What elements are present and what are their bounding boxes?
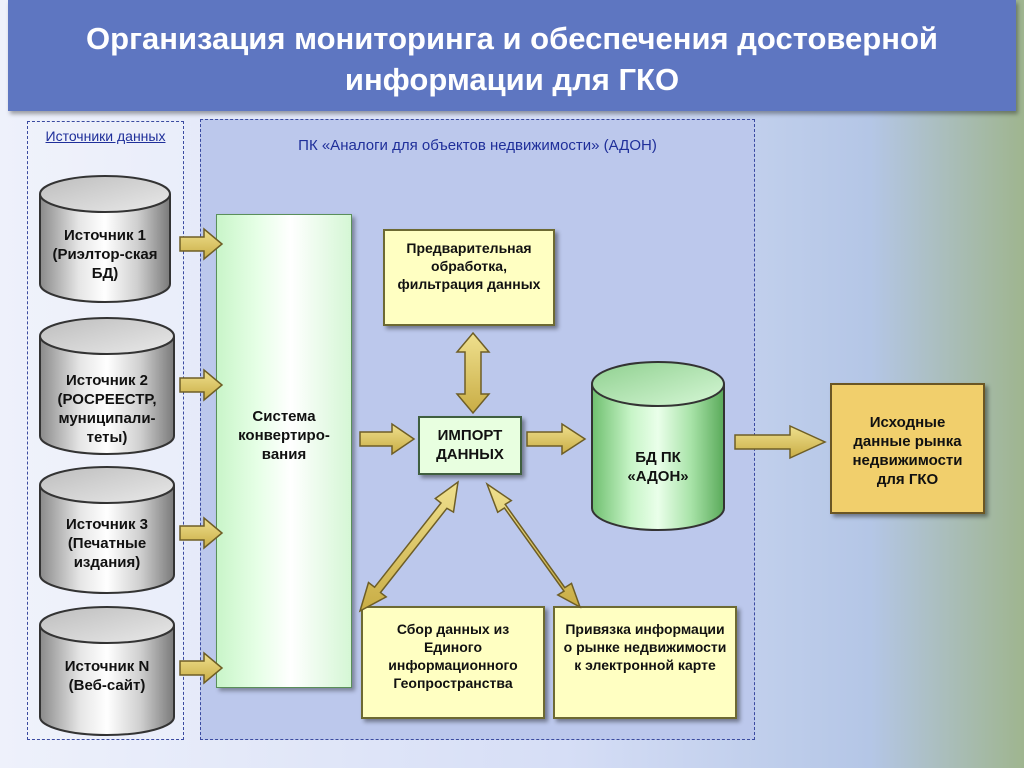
adon-panel-title: ПК «Аналоги для объектов недвижимости» (… bbox=[298, 137, 657, 154]
source-1-cylinder: Источник 1 (Риэлтор-ская БД) bbox=[38, 174, 172, 304]
database-cylinder-icon bbox=[591, 361, 725, 531]
database-cylinder-icon bbox=[39, 466, 175, 594]
source-n-label: Источник N (Веб-сайт) bbox=[64, 658, 150, 694]
output-box: Исходные данные рынка недвижимости для Г… bbox=[830, 383, 985, 514]
converter-label: Система конвертиро-вания bbox=[238, 408, 330, 463]
arrow-source-2-icon bbox=[179, 368, 224, 402]
geo-collection-box: Сбор данных из Единого информационного Г… bbox=[361, 606, 545, 719]
adon-database-cylinder: БД ПК «АДОН» bbox=[590, 360, 726, 532]
arrow-import-geo-icon bbox=[358, 480, 460, 613]
arrow-source-1-icon bbox=[179, 227, 224, 261]
source-2-cylinder: Источник 2 (РОСРЕЕСТР, муниципали-теты) bbox=[38, 316, 176, 456]
arrow-import-database-icon bbox=[526, 422, 587, 456]
preprocessing-box: Предварительная обработка, фильтрация да… bbox=[383, 229, 555, 326]
import-box: ИМПОРТ ДАННЫХ bbox=[418, 416, 522, 475]
database-cylinder-icon bbox=[39, 317, 175, 455]
arrow-converter-import-icon bbox=[359, 422, 416, 456]
source-3-label: Источник 3 (Печатные издания) bbox=[65, 516, 149, 571]
database-cylinder-icon bbox=[39, 175, 171, 303]
sources-panel-title: Источники данных bbox=[45, 128, 166, 144]
title-bar: Организация мониторинга и обеспечения до… bbox=[8, 0, 1016, 111]
arrow-source-3-icon bbox=[179, 516, 224, 550]
source-3-cylinder: Источник 3 (Печатные издания) bbox=[38, 465, 176, 595]
arrow-preprocess-import-icon bbox=[455, 331, 491, 415]
database-cylinder-icon bbox=[39, 606, 175, 736]
source-2-label: Источник 2 (РОСРЕЕСТР, муниципали-теты) bbox=[57, 372, 157, 446]
arrow-database-output-icon bbox=[734, 424, 827, 460]
source-1-label: Источник 1 (Риэлтор-ская БД) bbox=[52, 227, 158, 282]
source-n-cylinder: Источник N (Веб-сайт) bbox=[38, 605, 176, 737]
converter-block: Система конвертиро-вания bbox=[216, 214, 352, 688]
arrow-import-map-icon bbox=[485, 482, 582, 609]
map-binding-box: Привязка информации о рынке недвижимости… bbox=[553, 606, 737, 719]
arrow-source-n-icon bbox=[179, 651, 224, 685]
slide-title: Организация мониторинга и обеспечения до… bbox=[86, 21, 938, 97]
adon-database-label: БД ПК «АДОН» bbox=[627, 449, 689, 485]
